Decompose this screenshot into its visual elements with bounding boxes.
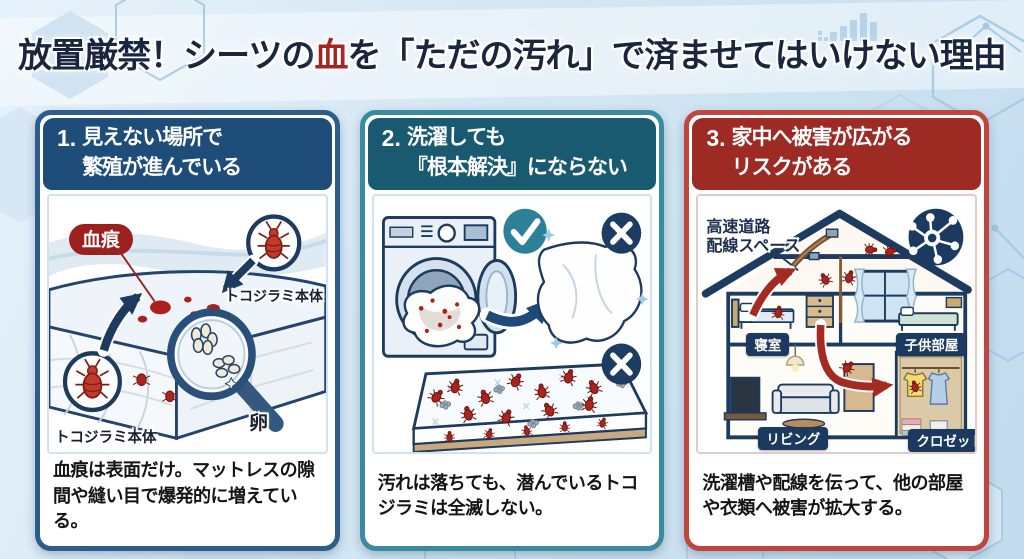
magnifier-icon [167,308,284,432]
kids-room-label: 子供部屋 [896,333,967,356]
blood-stain-label: 血痕 [69,224,134,255]
bedbug-closeup-top [246,214,302,272]
panel-washing-no-solution: 2. 洗濯しても 『根本解決』にならない [359,110,665,551]
eggs-label: 卵 [249,413,269,434]
title-bar: 放置厳禁！シーツの血を「ただの汚れ」で済ませてはいけない理由 [0,0,1024,104]
title-part1: 放置厳禁！シーツの [18,36,315,75]
washing-machine-illustration [371,194,653,454]
house-art [702,208,973,440]
panel-1-caption: 血痕は表面だけ。マットレスの隙間や縫い目で爆発的に増えている。 [53,460,315,532]
panel-3-heading-line1: 家中へ被害が広がる [731,125,913,149]
panel-1-heading-line2: 繁殖が進んでいる [82,156,242,179]
living-room-label: リビング [758,427,829,450]
bar-chart-icon [818,13,877,41]
stained-sheet [402,284,481,348]
wiring-space-label-line1: 高速道路 [706,219,771,236]
closet [895,350,967,439]
wiring-space-label-line2: 配線スペース [706,238,801,256]
panel-1-heading: 1. 見えない場所で 繁殖が進んでいる [43,118,332,190]
spread-network-icon [908,208,964,266]
clean-sheet [536,241,643,344]
bedroom-label: 寝室 [746,333,790,356]
panel-3-number: 3. [706,125,726,151]
small-bedbugs [132,373,178,403]
mattress-art [49,214,326,441]
panel-1-number: 1. [57,125,77,151]
bedbug-closeup-bottom [62,351,122,413]
panel-row: 1. 見えない場所で 繁殖が進んでいる [0,104,1024,551]
panel-hidden-breeding: 1. 見えない場所で 繁殖が進んでいる [35,110,340,551]
panel-spread-risk: 3. 家中へ被害が広がる リスクがある [684,110,990,551]
cross-icon-mattress [601,343,641,385]
closet-label: クロゼット [908,429,976,452]
panel-2-caption: 汚れは落ちても、潜んでいるトコジラミは全滅しない。 [377,472,639,519]
panel-2-heading-line2: 『根本解決』にならない [406,156,628,179]
cross-icon-sheet [601,212,641,254]
panel-3-caption: 洗濯槽や配線を伝って、他の部屋や衣類へ被害が拡大する。 [702,472,964,519]
page-title: 放置厳禁！シーツの血を「ただの汚れ」で済ませてはいけない理由 [18,28,1007,77]
bedbug-label-top: トコジラミ本体 [225,288,323,304]
panel-1-heading-line1: 見えない場所で [82,125,223,149]
house-cross-section-illustration: 高速道路 配線スペース 寝室 子供部屋 リビング クロゼット [696,194,978,454]
bedbug-label-bottom: トコジラミ本体 [55,430,157,446]
infested-mattress [411,361,648,452]
kids-room-furniture [853,268,963,331]
panel-2-heading-line1: 洗濯しても [406,125,506,149]
panel-3-heading-line2: リスクがある [731,156,853,179]
panel-2-heading: 2. 洗濯しても 『根本解決』にならない [367,118,657,190]
check-icon [503,208,547,254]
washing-art [381,208,648,452]
panel-2-number: 2. [381,125,401,151]
wiring-space-label: 高速道路 配線スペース [706,218,800,256]
mattress-corner-illustration: 血痕 トコジラミ本体 トコジラミ本体 卵 [47,194,328,454]
title-highlight-blood: 血 [314,36,349,75]
bedbug-eggs [190,323,241,379]
title-part2: を「ただの汚れ」で済ませてはいけない理由 [347,36,1007,75]
panel-3-heading: 3. 家中へ被害が広がる リスクがある [692,118,982,190]
